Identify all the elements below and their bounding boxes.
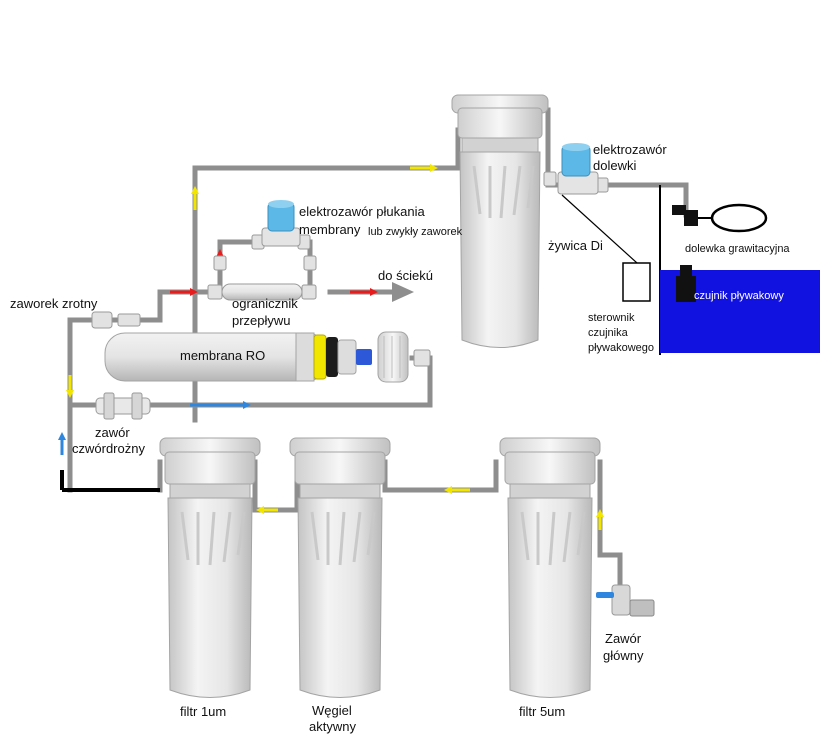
- label-do-scieku: do ściekú: [378, 268, 433, 283]
- label-czujnik-plywakowy: czujnik pływakowy: [694, 290, 784, 302]
- label-zaworek-zrotny: zaworek zrotny: [10, 296, 98, 311]
- label-zawor-czwordrozny-2: czwórdrożny: [72, 441, 145, 456]
- filter-1um-housing: [159, 437, 261, 698]
- label-membrana-ro: membrana RO: [180, 348, 266, 363]
- di-resin-housing: [451, 94, 549, 348]
- label-ogranicznik-1: ogranicznik: [232, 296, 298, 311]
- label-elektrozawor-plukania-2: membrany: [299, 222, 361, 237]
- label-sterownik-1: sterownik: [588, 312, 635, 324]
- pipe-permeate-riser: [192, 127, 461, 423]
- sensor-controller: [561, 194, 651, 302]
- label-elektrozawor-dolewki-2: dolewki: [593, 158, 637, 173]
- label-dolewka-grawitacyjna: dolewka grawitacyjna: [685, 243, 790, 255]
- pipe-carbon-to-filter-1um: [252, 459, 300, 513]
- drain-arrow-head: [392, 282, 414, 302]
- ro-membrane: [104, 331, 409, 383]
- arrow-heads: [58, 164, 604, 517]
- filter-5um-housing: [499, 437, 601, 698]
- label-elektrozawor-dolewki-1: elektrozawór: [593, 142, 667, 157]
- float-sensor: [676, 265, 696, 302]
- flow-arrows: [60, 166, 602, 530]
- label-ogranicznik-2: przepływu: [232, 313, 291, 328]
- label-sterownik-3: pływakowego: [588, 342, 655, 354]
- label-zawor-glowny-2: główny: [603, 648, 644, 663]
- fittings: [91, 171, 609, 367]
- label-zywica-di: żywica Di: [548, 238, 603, 253]
- pipe-filter-5um-to-carbon: [382, 459, 499, 493]
- label-wegiel-1: Węgiel: [312, 703, 352, 718]
- label-wegiel-2: aktywny: [309, 719, 356, 734]
- flush-solenoid-valve: [261, 200, 301, 247]
- main-valve: [596, 584, 655, 617]
- black-connection: [60, 470, 160, 492]
- flow-restrictor: [221, 283, 303, 301]
- four-way-valve: [95, 392, 151, 420]
- label-filtr-1um: filtr 1um: [180, 704, 227, 719]
- label-zawor-glowny-1: Zawór: [605, 631, 642, 646]
- label-zawor-czwordrozny-1: zawór: [95, 425, 130, 440]
- label-elektrozawor-plukania-1: elektrozawór płukania: [299, 204, 425, 219]
- check-valve: [91, 311, 113, 329]
- gravity-top-up: [672, 203, 768, 233]
- label-filtr-5um: filtr 5um: [519, 704, 566, 719]
- label-sterownik-2: czujnika: [588, 327, 628, 339]
- pipe-left-upper: [67, 317, 98, 408]
- topup-solenoid-valve: [557, 143, 599, 195]
- label-lub-zwykly-zaworek: lub zwykły zaworek: [368, 226, 463, 238]
- pipe-main-valve-to-filter-5um: [597, 459, 623, 588]
- carbon-filter-housing: [289, 437, 391, 698]
